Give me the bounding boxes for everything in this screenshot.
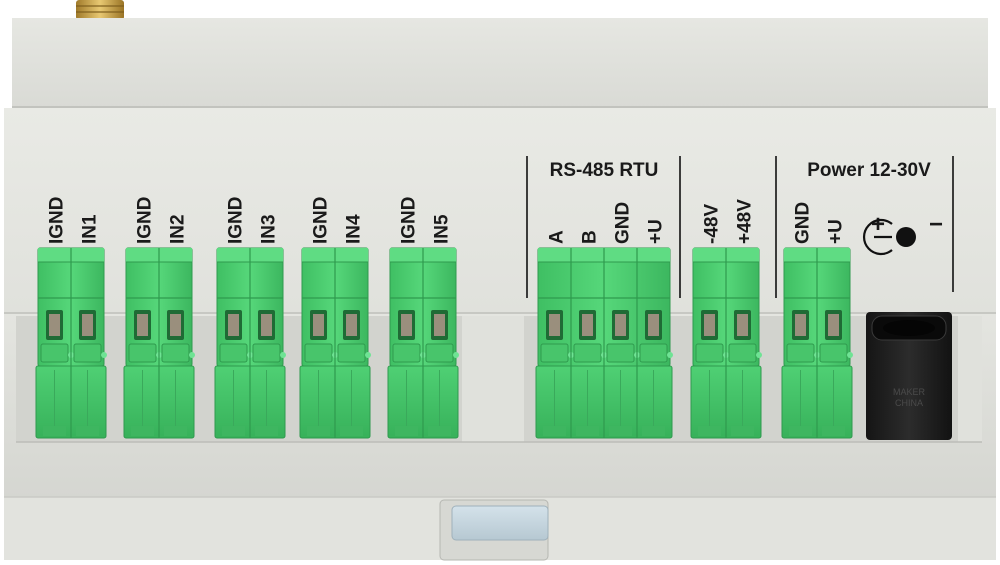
rs485-title: RS-485 RTU bbox=[550, 160, 659, 181]
terminal-label: IN5 bbox=[432, 214, 453, 244]
input-block-4 bbox=[299, 247, 371, 439]
dc-power-jack: MAKER CHINA bbox=[866, 312, 952, 440]
terminal-label: GND bbox=[613, 202, 634, 244]
power-block bbox=[781, 247, 853, 439]
output-48v-block bbox=[690, 247, 762, 439]
minus-symbol: − bbox=[929, 211, 943, 238]
terminal-label: IGND bbox=[47, 197, 68, 245]
terminal-label: +48V bbox=[735, 199, 756, 244]
plus-symbol: + bbox=[871, 211, 885, 238]
terminal-label: IGND bbox=[311, 197, 332, 245]
terminal-label: IGND bbox=[399, 197, 420, 245]
power-title: Power 12-30V bbox=[807, 160, 931, 181]
polarity-symbol: + − bbox=[863, 211, 943, 256]
jack-marking-2: CHINA bbox=[895, 398, 923, 408]
terminal-label: IN2 bbox=[168, 214, 189, 244]
input-block-5 bbox=[387, 247, 459, 439]
rs485-block bbox=[535, 247, 673, 439]
terminal-label: IN1 bbox=[80, 214, 101, 244]
terminal-label: -48V bbox=[702, 204, 723, 244]
input-block-3 bbox=[214, 247, 286, 439]
terminal-blocks bbox=[35, 247, 853, 439]
terminal-label: B bbox=[580, 230, 601, 244]
terminal-label: +U bbox=[826, 219, 847, 244]
din-latch bbox=[439, 499, 549, 561]
terminal-label: IGND bbox=[226, 197, 247, 245]
input-block-1 bbox=[35, 247, 107, 439]
antenna-connector bbox=[76, 0, 124, 20]
section-dividers bbox=[526, 156, 954, 298]
terminal-label: A bbox=[547, 230, 568, 244]
terminal-label: IN4 bbox=[344, 214, 365, 244]
terminal-label: +U bbox=[646, 219, 667, 244]
terminal-label: IN3 bbox=[259, 214, 280, 244]
terminal-label: GND bbox=[793, 202, 814, 244]
terminal-label: IGND bbox=[135, 197, 156, 245]
input-block-2 bbox=[123, 247, 195, 439]
jack-marking-1: MAKER bbox=[893, 387, 926, 397]
